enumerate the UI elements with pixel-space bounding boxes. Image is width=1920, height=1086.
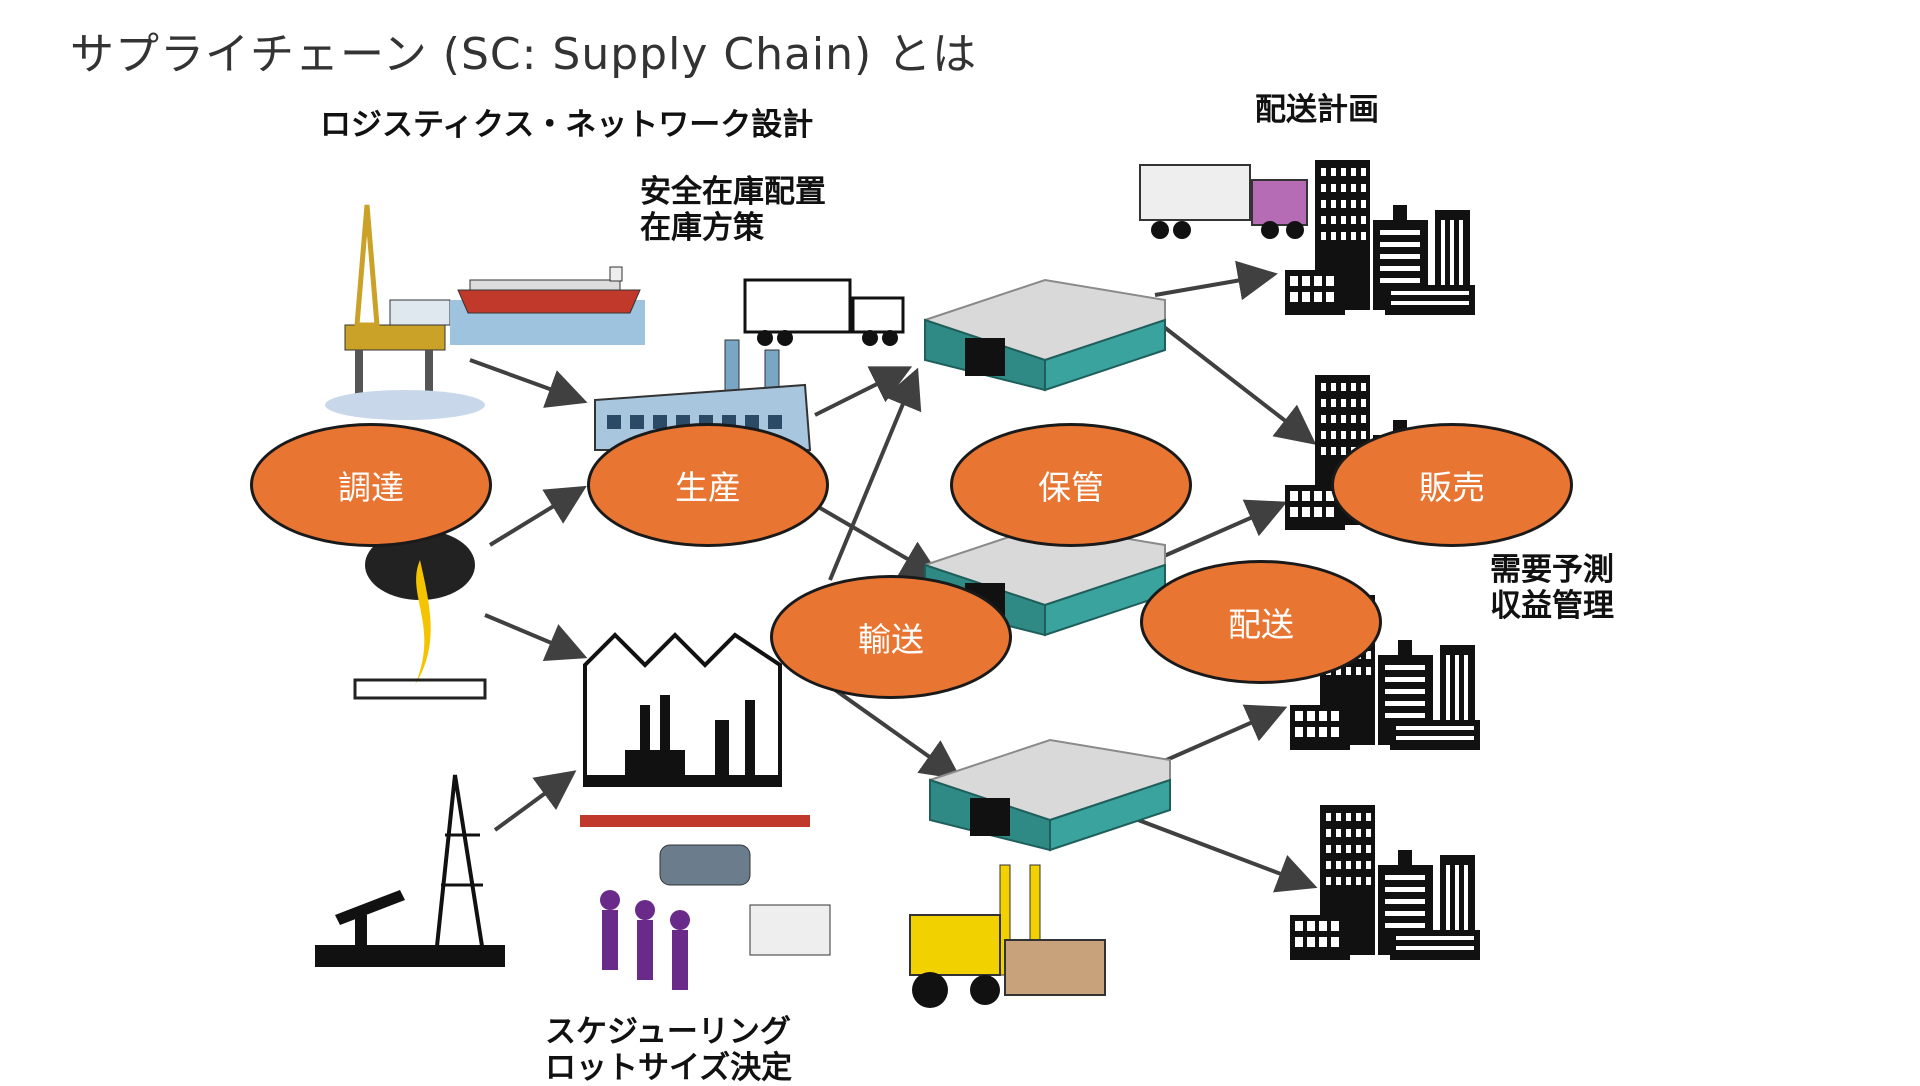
stage-delivery: 配送 — [1140, 560, 1382, 684]
forklift-icon — [909, 864, 1106, 1008]
stage-procurement: 調達 — [250, 423, 492, 547]
arrow-warehouse3-to-city4 — [1124, 813, 1318, 893]
arrow-procurement-to-production — [488, 485, 587, 547]
stage-transport: 輸送 — [770, 575, 1012, 699]
arrow-warehouse1-to-city2 — [1153, 318, 1317, 445]
connection-arrows — [469, 260, 1318, 893]
delivery-plan-label: 配送計画 — [1255, 92, 1379, 128]
arrow-pump-to-plant — [493, 770, 577, 832]
semi-truck-icon — [1139, 164, 1308, 239]
arrow-warehouse1-to-city1 — [1154, 260, 1278, 301]
stage-production: 生産 — [587, 423, 829, 547]
truck-icon — [743, 278, 905, 346]
scheduling-label: スケジューリング ロットサイズ決定 — [545, 1014, 793, 1086]
arrow-procurement-to-plant — [484, 613, 588, 662]
arrow-rig-to-factory — [469, 358, 588, 408]
gas-flare-icon — [353, 530, 487, 700]
stage-sales: 販売 — [1331, 423, 1573, 547]
industrial-plant-icon — [583, 632, 782, 787]
arrow-factory-to-warehouse1 — [814, 366, 913, 417]
arrow-production-to-warehouse2 — [813, 503, 942, 580]
assembly-line-icon — [580, 815, 831, 990]
logistics-network-label: ロジスティクス・ネットワーク設計 — [320, 107, 814, 143]
demand-line1: 需要予測 — [1490, 552, 1614, 588]
scheduling-line1: スケジューリング — [545, 1014, 791, 1050]
page-title: サプライチェーン (SC: Supply Chain) とは — [70, 29, 978, 80]
safety-stock-label: 安全在庫配置 在庫方策 — [640, 174, 826, 246]
city-buildings-icon — [1285, 160, 1480, 960]
cargo-ship-icon — [450, 266, 645, 345]
demand-label: 需要予測 収益管理 — [1490, 552, 1614, 624]
arrow-transport-to-warehouse1 — [828, 367, 922, 581]
safety-stock-line2: 在庫方策 — [640, 209, 764, 246]
arrow-warehouse3-to-city3 — [1154, 704, 1288, 767]
stage-storage: 保管 — [950, 423, 1192, 547]
scheduling-line2: ロットサイズ決定 — [545, 1049, 793, 1086]
oil-rig-icon — [325, 204, 485, 420]
demand-line2: 収益管理 — [1490, 587, 1614, 624]
safety-stock-line1: 安全在庫配置 — [640, 174, 826, 210]
arrow-warehouse2-to-city2 — [1154, 499, 1288, 562]
oil-pump-icon — [315, 774, 505, 967]
warehouse-icon — [924, 279, 1171, 851]
